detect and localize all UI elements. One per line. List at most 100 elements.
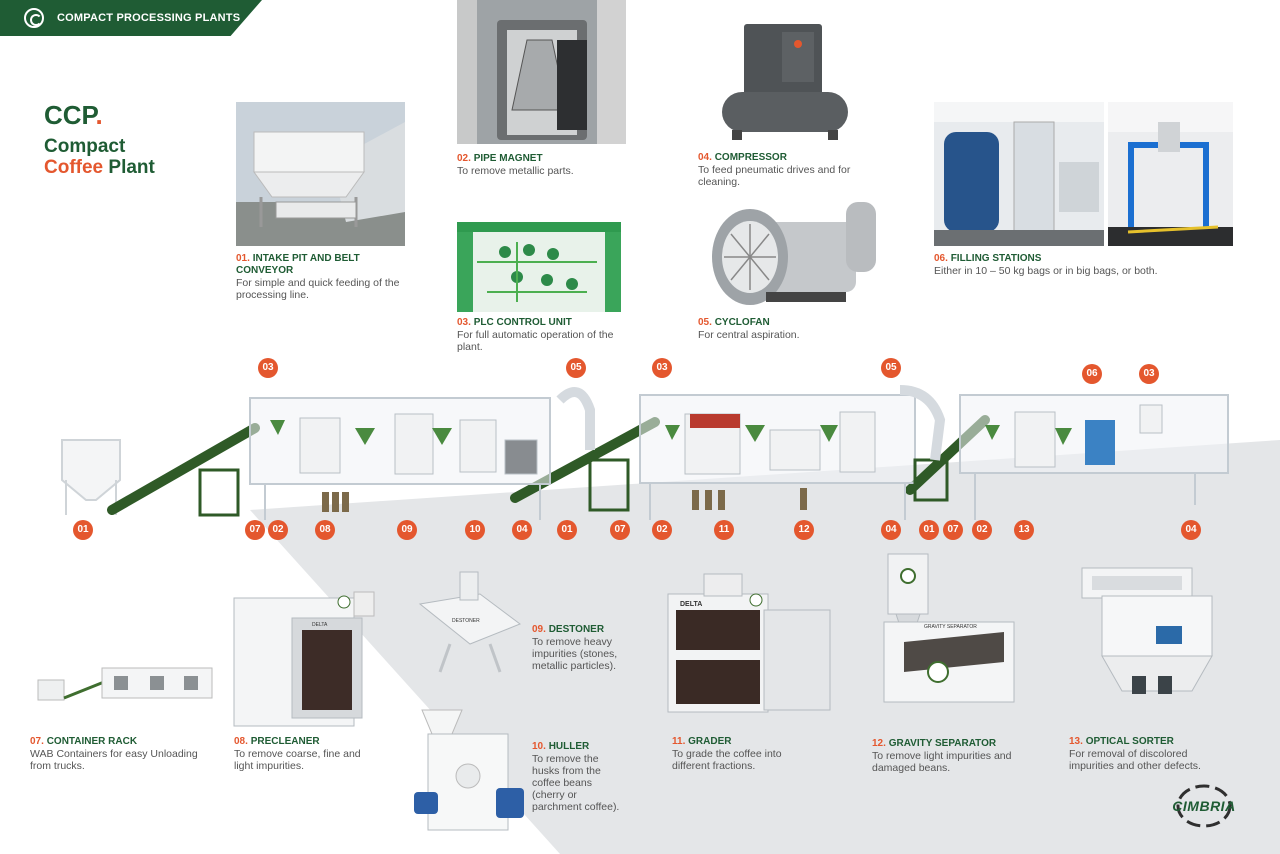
header-title: COMPACT PROCESSING PLANTS: [57, 12, 241, 24]
caption-07-title: CONTAINER RACK: [46, 736, 138, 747]
caption-07: 07. CONTAINER RACK WAB Containers for ea…: [30, 736, 220, 772]
caption-05-desc: For central aspiration.: [698, 329, 800, 341]
intake-pit-photo: [236, 102, 405, 246]
badge-top-05-a: 05: [566, 358, 586, 378]
caption-03-title: PLC CONTROL UNIT: [473, 317, 572, 328]
badge-bottom-07-c: 07: [943, 520, 963, 540]
caption-10-desc: To remove the husks from the coffee bean…: [532, 753, 620, 813]
badge-top-03-b: 03: [652, 358, 672, 378]
caption-02: 02. PIPE MAGNET To remove metallic parts…: [457, 153, 627, 177]
cimbria-logo-text: CIMBRIA: [1172, 798, 1236, 814]
caption-12-desc: To remove light impurities and damaged b…: [872, 750, 1012, 774]
caption-03-num: 03.: [457, 317, 471, 328]
badge-bottom-01-b: 01: [557, 520, 577, 540]
badge-bottom-02-c: 02: [972, 520, 992, 540]
caption-13: 13. OPTICAL SORTER For removal of discol…: [1069, 736, 1229, 772]
badge-bottom-08: 08: [315, 520, 335, 540]
precleaner-delta-label: DELTA: [312, 622, 328, 628]
brand-ccp-text: CCP: [44, 100, 96, 130]
caption-08: 08. PRECLEANER To remove coarse, fine an…: [234, 736, 374, 772]
brand-plant: Plant: [108, 157, 155, 178]
brand-dot: .: [95, 100, 103, 130]
badge-bottom-13: 13: [1014, 520, 1034, 540]
pipe-magnet-photo: [457, 0, 626, 144]
caption-05: 05. CYCLOFAN For central aspiration.: [698, 317, 858, 341]
caption-12-title: GRAVITY SEPARATOR: [888, 738, 997, 749]
caption-04-title: COMPRESSOR: [714, 152, 787, 163]
badge-top-03-c: 03: [1139, 364, 1159, 384]
badge-bottom-07-a: 07: [245, 520, 265, 540]
caption-02-num: 02.: [457, 153, 471, 164]
optical-sorter-image: [1081, 567, 1213, 694]
caption-11: 11. GRADER To grade the coffee into diff…: [672, 736, 822, 772]
caption-08-desc: To remove coarse, fine and light impurit…: [234, 748, 361, 772]
badge-bottom-02-a: 02: [268, 520, 288, 540]
precleaner-image: DELTA: [233, 591, 375, 727]
destoner-image: DESTONER: [418, 571, 522, 673]
caption-07-desc: WAB Containers for easy Unloading from t…: [30, 748, 198, 772]
badge-bottom-01-a: 01: [73, 520, 93, 540]
caption-07-num: 07.: [30, 736, 44, 747]
gravity-separator-image: GRAVITY SEPARATOR: [883, 553, 1015, 703]
caption-10-num: 10.: [532, 741, 546, 752]
huller-image: [414, 709, 524, 831]
caption-01-num: 01.: [236, 253, 250, 264]
caption-09-num: 09.: [532, 624, 546, 635]
caption-11-desc: To grade the coffee into different fract…: [672, 748, 782, 772]
badge-top-05-b: 05: [881, 358, 901, 378]
filling-station-photo-2: [1108, 102, 1233, 246]
caption-08-num: 08.: [234, 736, 248, 747]
plant-layout-drawing: [61, 385, 1229, 520]
caption-05-num: 05.: [698, 317, 712, 328]
badge-bottom-10: 10: [465, 520, 485, 540]
filling-station-photo-1: [934, 102, 1104, 246]
badge-bottom-02-b: 02: [652, 520, 672, 540]
caption-12-num: 12.: [872, 738, 886, 749]
container-rack-image: [37, 667, 213, 701]
caption-02-title: PIPE MAGNET: [473, 153, 543, 164]
badge-bottom-09: 09: [397, 520, 417, 540]
badge-bottom-04-a: 04: [512, 520, 532, 540]
caption-11-title: GRADER: [688, 736, 732, 747]
destoner-label: DESTONER: [452, 618, 480, 624]
brand-coffee: Coffee: [44, 157, 104, 178]
caption-01-title: INTAKE PIT AND BELT CONVEYOR: [236, 253, 360, 276]
badge-bottom-01-c: 01: [919, 520, 939, 540]
caption-06-desc: Either in 10 – 50 kg bags or in big bags…: [934, 265, 1158, 277]
badge-top-03-a: 03: [258, 358, 278, 378]
badge-bottom-07-b: 07: [610, 520, 630, 540]
caption-09-title: DESTONER: [548, 624, 605, 635]
caption-11-num: 11.: [672, 736, 686, 747]
caption-04-num: 04.: [698, 152, 712, 163]
caption-10: 10. HULLER To remove the husks from the …: [532, 741, 622, 813]
caption-04-desc: To feed pneumatic drives and for cleanin…: [698, 164, 851, 188]
caption-13-num: 13.: [1069, 736, 1083, 747]
caption-13-desc: For removal of discolored impurities and…: [1069, 748, 1201, 772]
brand-line1: Compact: [44, 136, 126, 157]
caption-06-title: FILLING STATIONS: [950, 253, 1042, 264]
brand-line2: Coffee Plant: [44, 157, 155, 178]
caption-09: 09. DESTONER To remove heavy impurities …: [532, 624, 632, 672]
caption-06: 06. FILLING STATIONS Either in 10 – 50 k…: [934, 253, 1234, 277]
brand-ccp: CCP.: [44, 100, 103, 131]
badge-bottom-12: 12: [794, 520, 814, 540]
caption-03: 03. PLC CONTROL UNIT For full automatic …: [457, 317, 632, 353]
caption-12: 12. GRAVITY SEPARATOR To remove light im…: [872, 738, 1022, 774]
caption-06-num: 06.: [934, 253, 948, 264]
badge-bottom-04-b: 04: [881, 520, 901, 540]
caption-13-title: OPTICAL SORTER: [1085, 736, 1174, 747]
cyclofan-image: [712, 202, 876, 305]
gravity-label: GRAVITY SEPARATOR: [924, 624, 977, 630]
caption-10-title: HULLER: [548, 741, 590, 752]
caption-01-desc: For simple and quick feeding of the proc…: [236, 277, 400, 301]
brand-subtitle: Compact Coffee Plant: [44, 136, 155, 178]
badge-bottom-04-c: 04: [1181, 520, 1201, 540]
plc-screen-photo: [457, 222, 621, 312]
caption-08-title: PRECLEANER: [250, 736, 320, 747]
caption-04: 04. COMPRESSOR To feed pneumatic drives …: [698, 152, 858, 188]
grader-delta-label: DELTA: [680, 601, 702, 608]
cimbria-badge-icon: [24, 8, 44, 28]
caption-01: 01. INTAKE PIT AND BELT CONVEYOR For sim…: [236, 253, 416, 301]
caption-03-desc: For full automatic operation of the plan…: [457, 329, 614, 353]
badge-top-06: 06: [1082, 364, 1102, 384]
